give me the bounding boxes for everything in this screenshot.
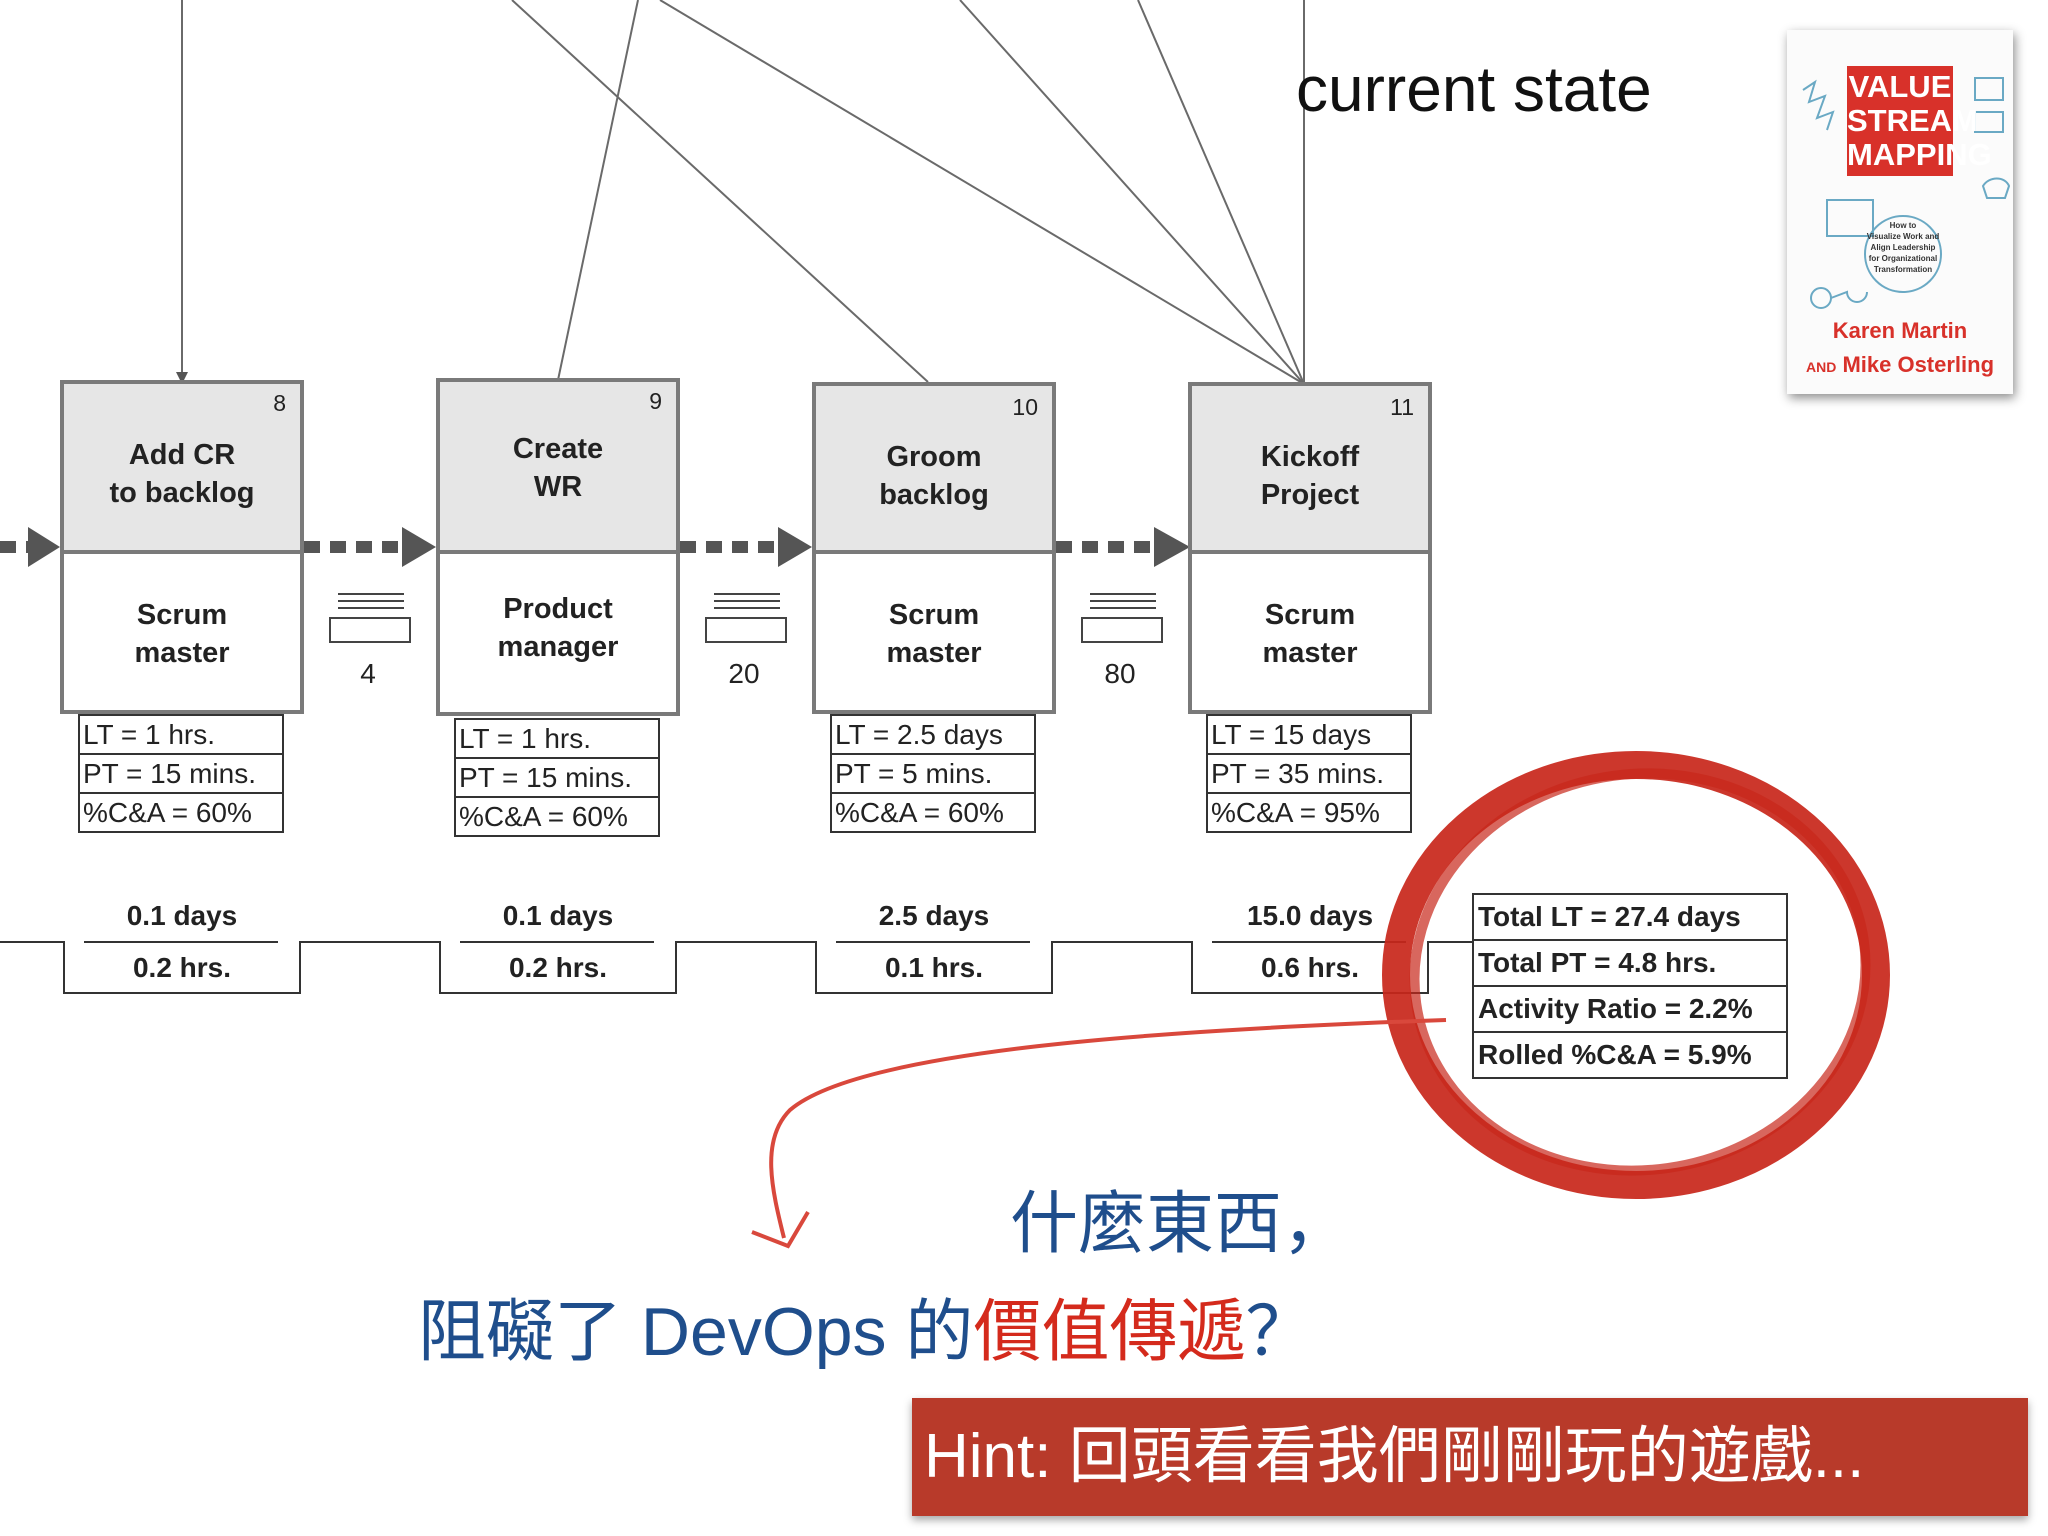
metrics-box-9: LT = 1 hrs. PT = 15 mins. %C&A = 60% bbox=[454, 718, 660, 837]
lead-time: LT = 2.5 days bbox=[832, 716, 1034, 755]
process-number: 10 bbox=[1012, 394, 1038, 420]
timeline-lead-time: 0.1 days bbox=[126, 900, 238, 931]
process-title: Groom backlog bbox=[879, 441, 989, 511]
total-process-time: Total PT = 4.8 hrs. bbox=[1474, 941, 1786, 987]
book-cover: VALUE STREAM MAPPING How to Visualize Wo… bbox=[1787, 30, 2013, 394]
timeline-process-time: 0.2 hrs. bbox=[132, 952, 232, 983]
process-time: PT = 15 mins. bbox=[456, 759, 658, 798]
complete-accurate: %C&A = 60% bbox=[835, 797, 1004, 828]
lead-time: LT = 1 hrs. bbox=[456, 720, 658, 759]
process-title: Create WR bbox=[512, 433, 604, 503]
push-arrows bbox=[0, 527, 1190, 567]
rolled-complete-accurate: Rolled %C&A = 5.9% bbox=[1478, 1039, 1752, 1070]
question-highlight: 價值傳遞 bbox=[973, 1294, 1246, 1370]
book-author-1: Karen Martin bbox=[1832, 318, 1968, 343]
process-role-box-10: Scrum master bbox=[812, 550, 1056, 714]
timeline-process-time: 0.1 hrs. bbox=[884, 952, 984, 983]
process-box-10: 10 Groom backlog bbox=[812, 382, 1056, 554]
process-role-box-9: Product manager bbox=[436, 550, 680, 716]
book-title: VALUE STREAM MAPPING bbox=[1847, 69, 1992, 172]
totals-box: Total LT = 27.4 days Total PT = 4.8 hrs.… bbox=[1472, 893, 1788, 1079]
process-title: Kickoff Project bbox=[1260, 441, 1360, 511]
timeline-process-time: 0.2 hrs. bbox=[508, 952, 608, 983]
inventory-symbols bbox=[329, 593, 1163, 643]
timeline-lead-time: 2.5 days bbox=[878, 900, 990, 931]
process-number: 9 bbox=[649, 388, 662, 414]
red-circle-highlight bbox=[1382, 751, 1890, 1199]
question-line-2: 阻礙了 DevOps 的價值傳遞？ bbox=[418, 1276, 1313, 1375]
timeline-lead-time: 0.1 days bbox=[502, 900, 614, 931]
timeline-lead-time: 15.0 days bbox=[1246, 900, 1374, 931]
lead-time: LT = 15 days bbox=[1208, 716, 1410, 755]
activity-ratio: Activity Ratio = 2.2% bbox=[1474, 987, 1786, 1033]
process-role: Scrum master bbox=[1262, 599, 1358, 669]
process-box-11: 11 Kickoff Project bbox=[1188, 382, 1432, 554]
process-role: Scrum master bbox=[886, 599, 982, 669]
book-cover-doodles bbox=[1802, 66, 2011, 309]
process-time: PT = 5 mins. bbox=[832, 755, 1034, 794]
process-role: Product manager bbox=[497, 593, 619, 663]
timeline-ladder bbox=[0, 941, 1472, 994]
process-box-8: 8 Add CR to backlog bbox=[60, 380, 304, 554]
hint-banner: Hint: 回頭看看我們剛剛玩的遊戲... bbox=[912, 1398, 2028, 1516]
complete-accurate: %C&A = 60% bbox=[83, 797, 252, 828]
metrics-box-8: LT = 1 hrs. PT = 15 mins. %C&A = 60% bbox=[78, 714, 284, 833]
red-curved-arrow bbox=[751, 1018, 1447, 1249]
process-box-9: 9 Create WR bbox=[436, 378, 680, 554]
inventory-count: 20 bbox=[728, 658, 760, 689]
complete-accurate: %C&A = 60% bbox=[459, 801, 628, 832]
current-state-label: current state bbox=[1296, 53, 1652, 125]
question-prefix: 阻礙了 DevOps 的 bbox=[418, 1294, 974, 1370]
process-time: PT = 35 mins. bbox=[1208, 755, 1410, 794]
process-role-box-11: Scrum master bbox=[1188, 550, 1432, 714]
timeline-process-time: 0.6 hrs. bbox=[1260, 952, 1360, 983]
process-number: 8 bbox=[273, 390, 286, 416]
process-role: Scrum master bbox=[134, 599, 230, 669]
process-time: PT = 15 mins. bbox=[80, 755, 282, 794]
inventory-count: 80 bbox=[1104, 658, 1136, 689]
complete-accurate: %C&A = 95% bbox=[1211, 797, 1380, 828]
question-line-1: 什麼東西， bbox=[1010, 1186, 1351, 1262]
process-role-box-8: Scrum master bbox=[60, 550, 304, 714]
information-flow-lines bbox=[176, 0, 1305, 385]
question-suffix: ？ bbox=[1245, 1294, 1314, 1370]
lead-time: LT = 1 hrs. bbox=[80, 716, 282, 755]
metrics-box-11: LT = 15 days PT = 35 mins. %C&A = 95% bbox=[1206, 714, 1412, 833]
total-lead-time: Total LT = 27.4 days bbox=[1474, 895, 1786, 941]
inventory-count: 4 bbox=[360, 658, 376, 689]
book-author-2: AND Mike Osterling bbox=[1805, 352, 1995, 377]
book-subtitle: How to Visualize Work and Align Leadersh… bbox=[1866, 221, 1940, 274]
process-title: Add CR to backlog bbox=[109, 439, 255, 509]
metrics-box-10: LT = 2.5 days PT = 5 mins. %C&A = 60% bbox=[830, 714, 1036, 833]
process-number: 11 bbox=[1390, 394, 1414, 420]
